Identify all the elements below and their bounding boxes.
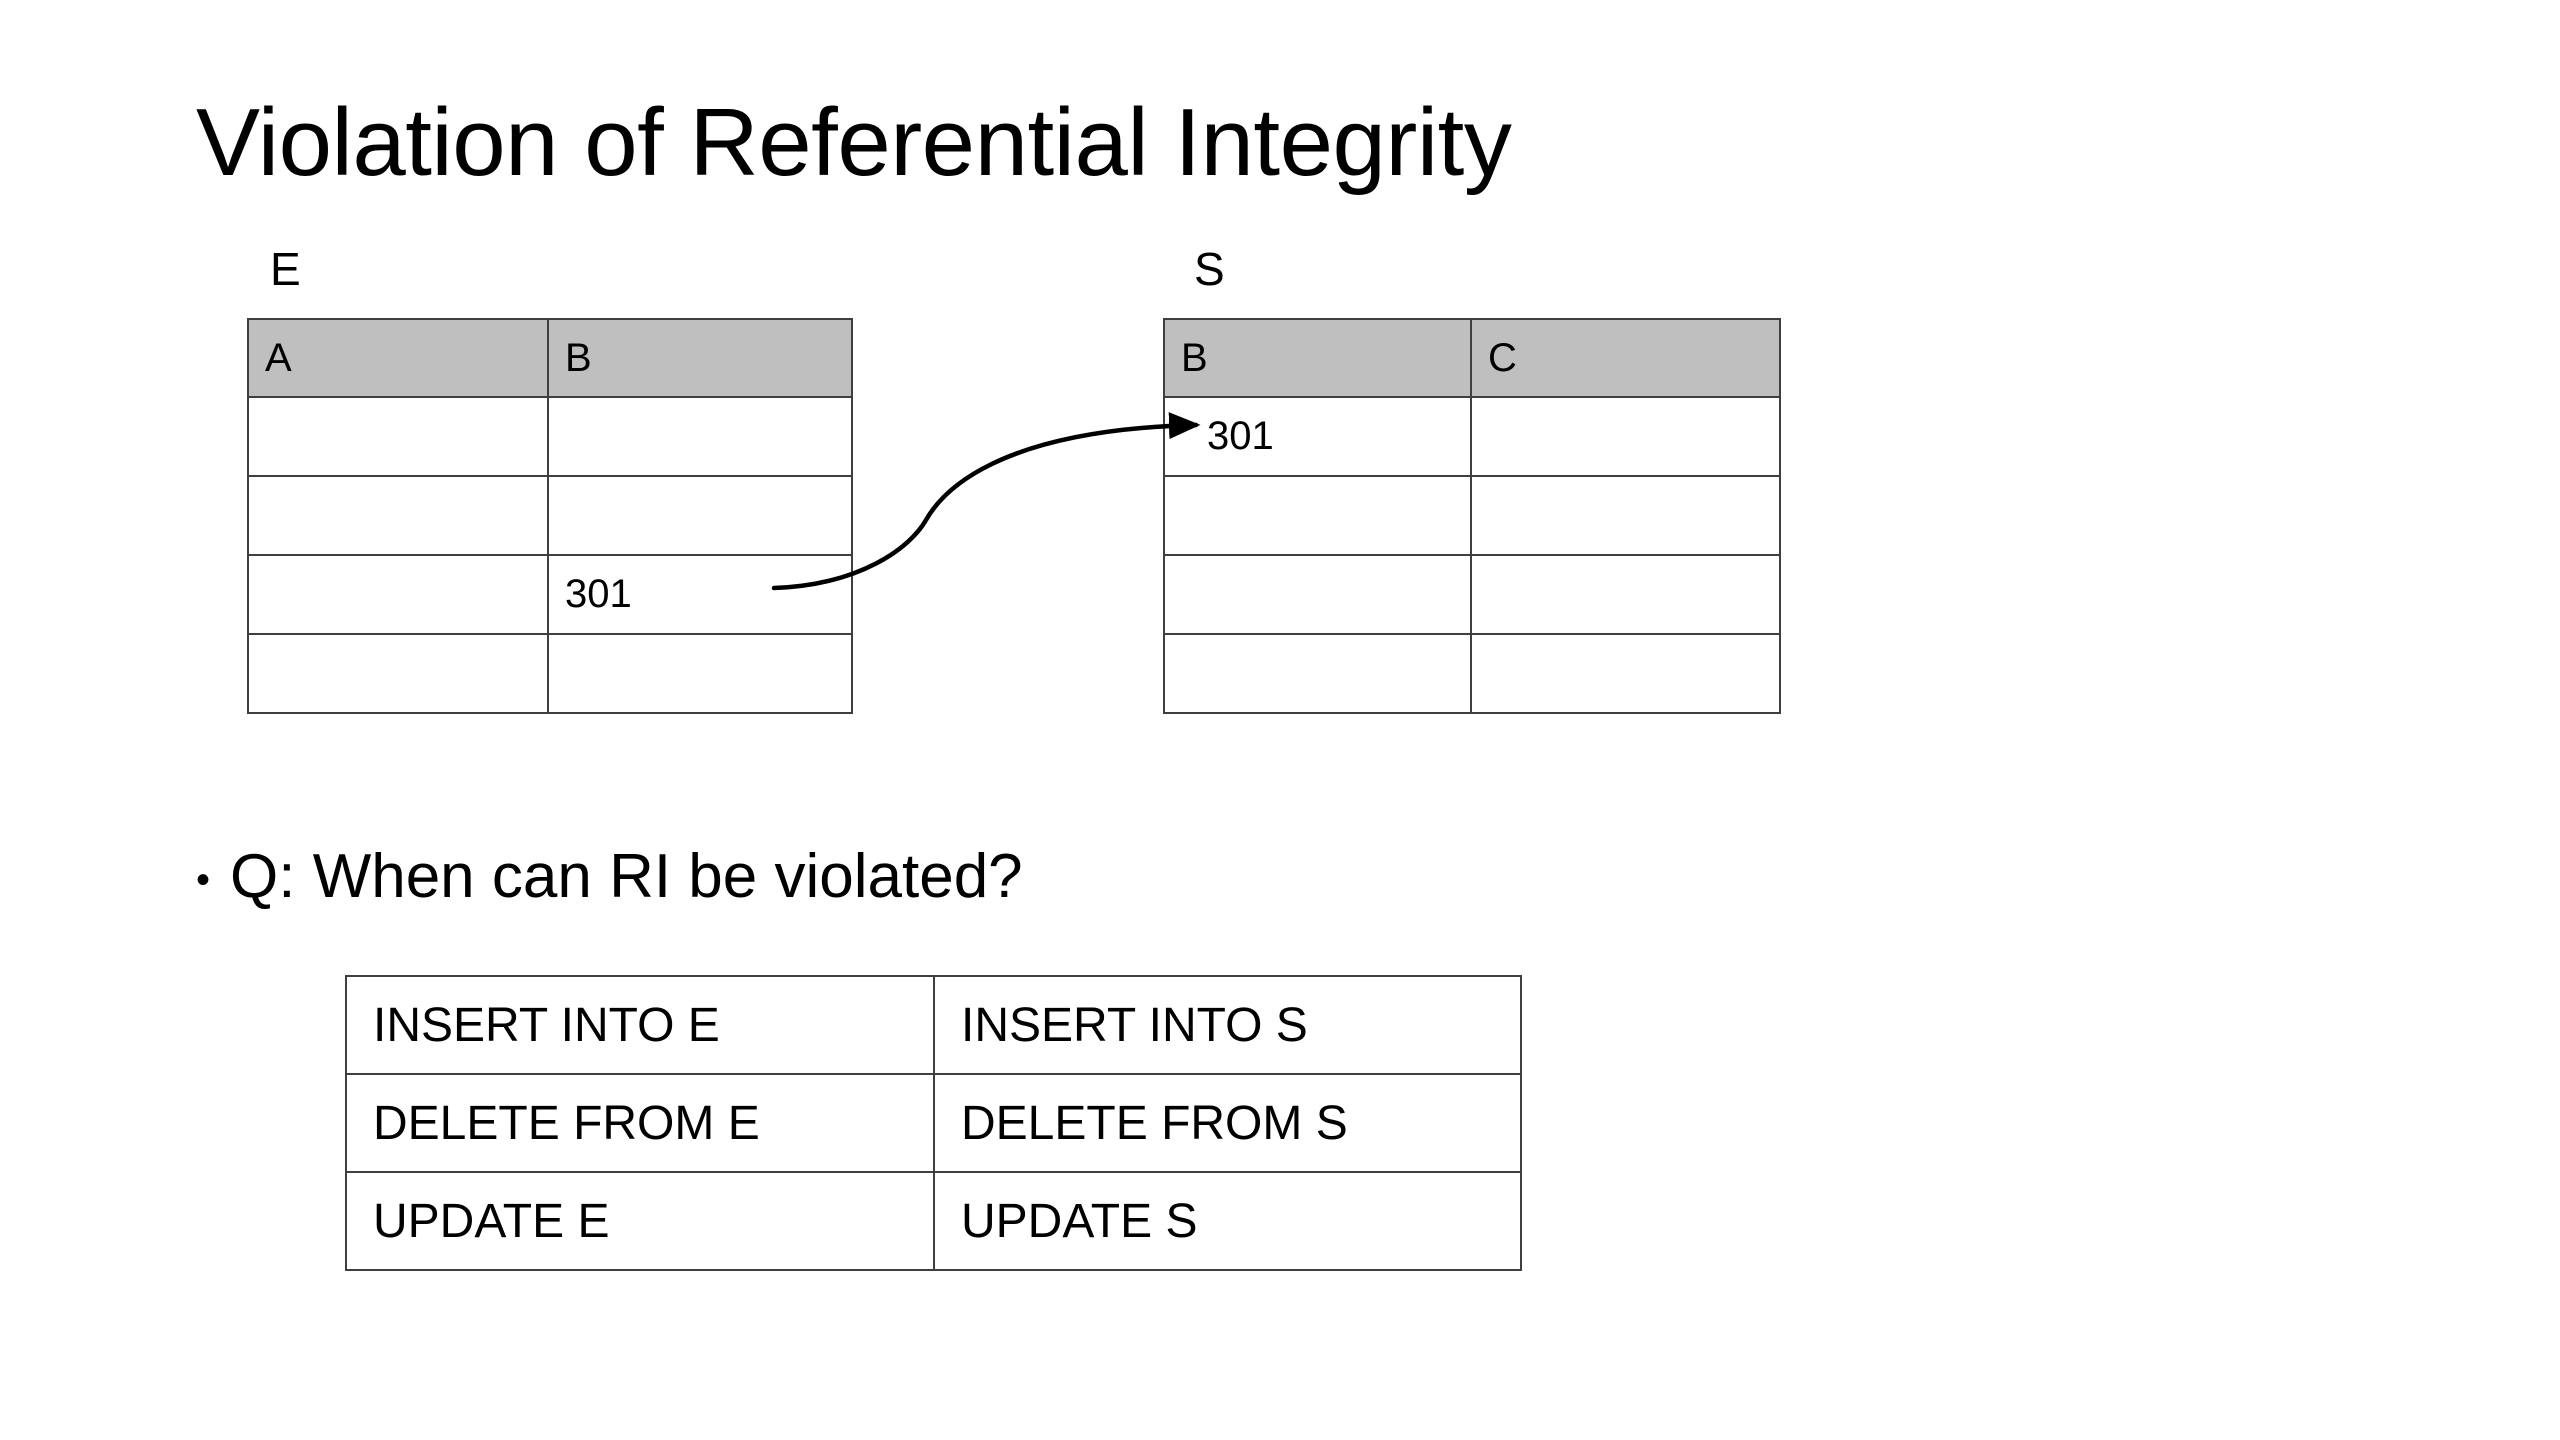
cell-e-r3-a <box>247 554 549 635</box>
table-row <box>247 396 853 477</box>
cell-e-r3-b: 301 <box>547 554 853 635</box>
cell-s-r4-c <box>1470 633 1781 714</box>
relation-label-e: E <box>270 243 301 295</box>
table-row <box>247 633 853 714</box>
relation-label-s: S <box>1194 243 1225 295</box>
table-row: INSERT INTO E INSERT INTO S <box>345 975 1522 1075</box>
page-title: Violation of Referential Integrity <box>196 89 1512 196</box>
table-row: 301 <box>247 554 853 635</box>
cell-s-r1-b: 301 <box>1163 396 1472 477</box>
cell-s-r3-b <box>1163 554 1472 635</box>
table-row: UPDATE E UPDATE S <box>345 1171 1522 1271</box>
table-row <box>247 475 853 556</box>
cell-e-r4-a <box>247 633 549 714</box>
cell-s-r2-b <box>1163 475 1472 556</box>
question-bullet-row: • Q: When can RI be violated? <box>196 840 1023 914</box>
column-header-b: B <box>547 318 853 398</box>
table-header-row: B C <box>1163 318 1781 398</box>
relation-table-s: B C 301 <box>1163 318 1781 714</box>
table-row: 301 <box>1163 396 1781 477</box>
column-header-b: B <box>1163 318 1472 398</box>
column-header-a: A <box>247 318 549 398</box>
question-text: Q: When can RI be violated? <box>230 842 1023 911</box>
cell-e-r4-b <box>547 633 853 714</box>
cell-e-r1-a <box>247 396 549 477</box>
cell-e-r2-b <box>547 475 853 556</box>
cell-op-insert-e: INSERT INTO E <box>345 975 935 1075</box>
cell-op-insert-s: INSERT INTO S <box>933 975 1522 1075</box>
operations-table: INSERT INTO E INSERT INTO S DELETE FROM … <box>345 975 1522 1271</box>
cell-op-delete-e: DELETE FROM E <box>345 1073 935 1173</box>
table-header-row: A B <box>247 318 853 398</box>
cell-op-delete-s: DELETE FROM S <box>933 1073 1522 1173</box>
cell-s-r1-c <box>1470 396 1781 477</box>
cell-s-r3-c <box>1470 554 1781 635</box>
table-row: DELETE FROM E DELETE FROM S <box>345 1073 1522 1173</box>
table-row <box>1163 475 1781 556</box>
table-row <box>1163 633 1781 714</box>
cell-s-r2-c <box>1470 475 1781 556</box>
cell-op-update-s: UPDATE S <box>933 1171 1522 1271</box>
column-header-c: C <box>1470 318 1781 398</box>
table-row <box>1163 554 1781 635</box>
relation-table-e: A B 301 <box>247 318 853 714</box>
cell-s-r4-b <box>1163 633 1472 714</box>
cell-e-r1-b <box>547 396 853 477</box>
cell-e-r2-a <box>247 475 549 556</box>
cell-op-update-e: UPDATE E <box>345 1171 935 1271</box>
bullet-icon: • <box>196 858 211 902</box>
